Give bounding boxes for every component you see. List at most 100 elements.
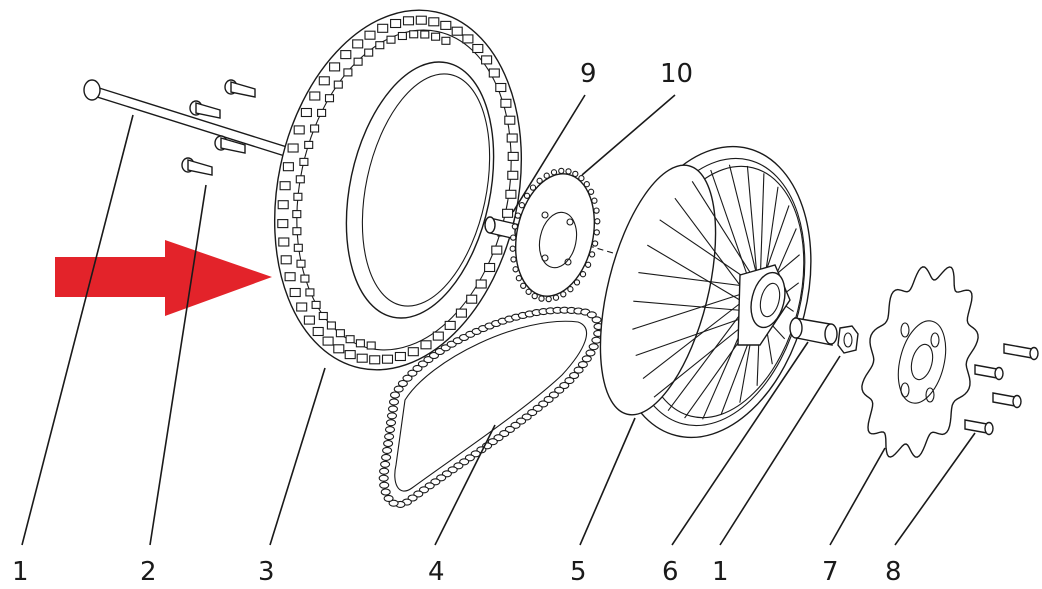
tread-lug [278,237,290,247]
tread-lug [504,115,516,125]
tread-lug [420,340,432,350]
sprocket-tooth [518,202,526,209]
tread-lug [407,347,419,357]
tread-lug [293,243,303,252]
chain-link [591,336,602,344]
callout-10: 10 [660,59,693,89]
tread-lug [420,30,430,39]
tread-lug [300,274,310,283]
chain-link [527,409,538,417]
chain-link [388,398,400,406]
sprocket-tooth [594,218,601,225]
tread-lug [300,107,312,118]
callout-7: 7 [822,557,839,587]
sprocket-tooth [560,291,567,298]
tread-lug [432,331,444,341]
callout-5: 5 [570,557,587,587]
tread-lug [353,57,363,66]
chain-link [384,426,396,434]
tread-lug [280,255,292,265]
tread-lug [345,335,355,344]
tread-lug [397,31,407,41]
chain-link [564,377,575,385]
chain-link [543,395,554,403]
callout-9: 9 [580,59,597,89]
spoke [691,181,761,289]
sprocket-tooth [567,286,574,293]
tread-lug [318,76,330,86]
tread-lug [366,341,376,350]
chain-link [379,467,390,475]
sprocket-tooth [588,251,596,258]
chain-link [407,369,418,377]
tread-lug [472,43,484,54]
tread-lug [488,68,500,78]
tread-lug [295,175,305,184]
tread-lug [375,41,385,50]
chain-link [504,425,515,433]
chain-link [380,488,391,496]
tread-lug [475,279,487,289]
chain-link [548,391,559,399]
chain-link [389,391,401,399]
tread-lug [394,351,406,362]
tread-lug [318,311,328,321]
chain-link [417,360,428,368]
sprocket-tooth [584,261,592,268]
tread-lug [451,26,463,36]
sprocket-tooth [543,172,550,179]
tread-lug [507,151,519,161]
chain-link [388,499,399,507]
spacer [789,317,838,346]
callout-3: 3 [258,557,275,587]
tread-lug [364,30,376,40]
tread-lug [305,288,315,297]
chain-link [379,481,390,489]
tread-lug [344,350,356,360]
chain-link [382,446,393,454]
axle-nut [837,325,859,354]
tread-lug [505,189,517,199]
tread-lug [506,133,518,143]
chain-link [586,311,597,319]
tread-lug [282,162,294,172]
tread-lug [444,320,456,330]
tire [273,9,523,371]
chain-link [573,366,584,374]
sprocket-tooth [523,192,531,199]
chain-link [538,400,549,408]
sprocket-tooth [587,188,595,195]
tread-lug [415,15,427,25]
sprocket-tooth [591,240,599,247]
callout-1b: 1 [712,557,729,587]
axle [83,79,293,158]
tread-lug [326,321,336,330]
spoke [728,164,761,289]
tread-lug [507,170,519,180]
sprocket-tooth [593,229,600,236]
leader-lines [21,94,976,546]
tread-lug [299,157,309,166]
chain-link [585,349,596,357]
tread-lug [333,80,343,89]
sprocket-tooth [545,295,552,303]
sprocket-tooth [520,282,527,289]
tread-lug [352,39,364,49]
chain-link [383,439,394,448]
sprocket-tooth [510,234,517,241]
disc-bolts [964,343,1039,436]
sprocket-tooth [536,177,543,184]
chain-link [381,453,392,461]
tread-lug [296,302,308,312]
chain-link [588,343,599,351]
tread-lug [340,50,352,60]
tread-lug [491,245,503,255]
tread-lug [324,94,335,103]
sprocket-tooth [578,175,585,182]
tread-lug [289,287,301,298]
chain-link [384,433,395,441]
chain-link [559,381,570,390]
chain-link [402,374,413,382]
tread-lug [303,315,315,325]
tread-lug [310,124,320,133]
